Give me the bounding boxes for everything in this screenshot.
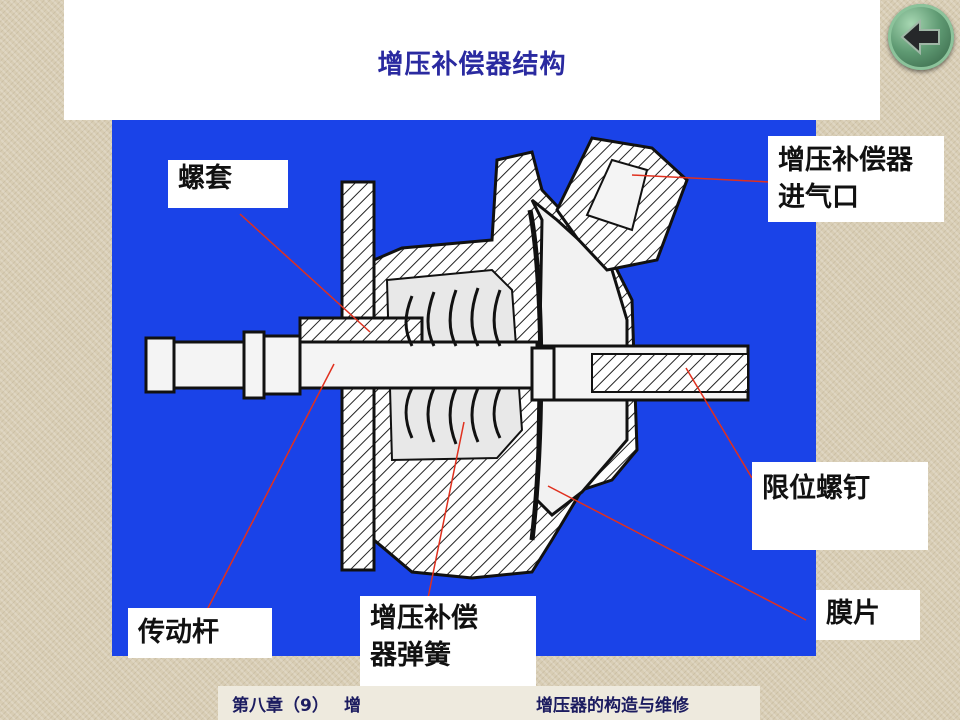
diaphragm-plate	[530, 346, 556, 402]
footer-chapter: 第八章（9）	[232, 696, 329, 716]
label-inlet-line1: 增压补偿器	[778, 145, 913, 176]
title-box: 增压补偿器结构	[64, 0, 880, 120]
compensator-spring	[404, 287, 502, 445]
leader-limit-screw	[685, 367, 753, 479]
lock-nut	[242, 330, 266, 400]
label-inlet-line2: 进气口	[778, 182, 859, 213]
adjust-nut	[262, 334, 302, 396]
footer-topic: 增压器的构造与维修	[536, 696, 689, 716]
label-inlet: 增压补偿器 进气口	[768, 136, 944, 222]
back-button[interactable]	[888, 4, 954, 70]
label-diaphragm: 膜片	[816, 590, 920, 640]
leader-lines	[206, 174, 807, 621]
label-push-rod: 传动杆	[128, 608, 272, 658]
label-spring-line1: 增压补偿	[370, 603, 478, 634]
leader-spring	[427, 421, 465, 599]
back-arrow-icon	[900, 18, 940, 56]
push-rod	[170, 340, 539, 390]
label-screw-sleeve: 螺套	[168, 160, 288, 208]
label-push-rod-text: 传动杆	[138, 617, 219, 648]
label-screw-sleeve-text: 螺套	[178, 163, 232, 194]
footer-partial-char: 增	[344, 696, 361, 716]
compensator-cross-section	[144, 136, 807, 621]
slide-title: 增压补偿器结构	[377, 50, 567, 80]
footer-bar: 第八章（9） 增 增压器的构造与维修	[218, 686, 760, 720]
label-limit-screw: 限位螺钉	[752, 462, 928, 550]
label-spring-line2: 器弹簧	[370, 640, 451, 671]
label-limit-screw-text: 限位螺钉	[762, 473, 870, 504]
label-spring: 增压补偿 器弹簧	[360, 596, 536, 686]
leader-screw-sleeve	[239, 213, 371, 333]
limit-screw-thread	[591, 353, 749, 393]
leader-diaphragm	[547, 485, 807, 621]
rod-bolt-head	[144, 336, 176, 394]
diagram-panel	[112, 120, 816, 656]
inlet-passage	[585, 158, 649, 232]
label-diaphragm-text: 膜片	[826, 598, 880, 629]
leader-push-rod	[206, 363, 335, 611]
leader-inlet	[631, 174, 771, 183]
